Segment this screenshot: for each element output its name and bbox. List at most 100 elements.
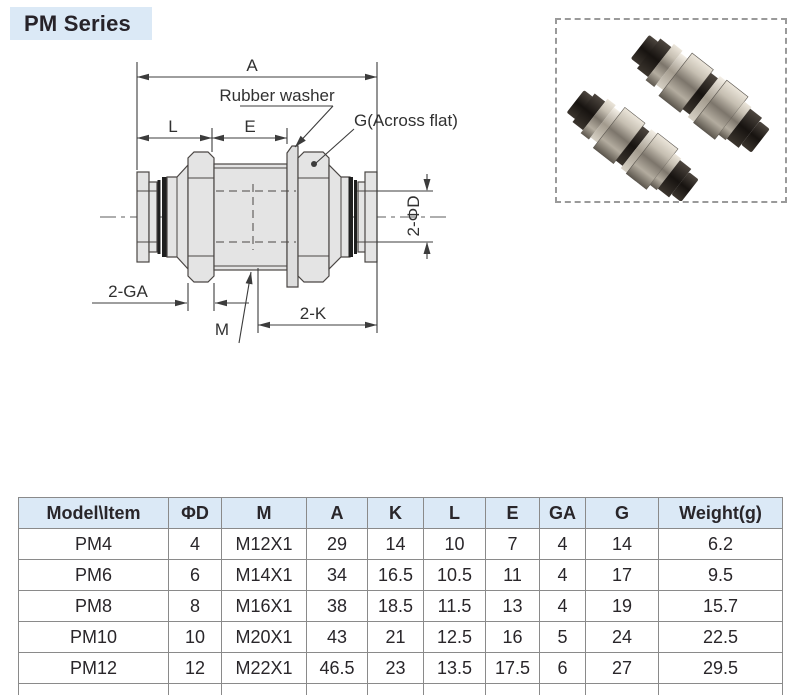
table-cell <box>221 683 307 695</box>
table-cell: 11.5 <box>423 590 486 622</box>
right-flange <box>364 171 378 263</box>
table-cell: 43 <box>306 621 368 653</box>
table-cell: M22X1 <box>221 652 307 684</box>
right-cone <box>328 163 351 271</box>
left-flange <box>136 171 150 263</box>
table-cell: 22.5 <box>658 621 783 653</box>
table-cell: 10 <box>168 621 222 653</box>
table-cell: 7 <box>485 528 540 560</box>
right-grip-ring <box>348 177 353 257</box>
table-cell: 29.5 <box>658 652 783 684</box>
table-cell: 34 <box>306 559 368 591</box>
table-cell: M20X1 <box>221 621 307 653</box>
table-cell: 21 <box>367 621 424 653</box>
table-cell: 5 <box>539 621 586 653</box>
table-cell <box>423 683 486 695</box>
table-cell <box>585 683 659 695</box>
column-header: M <box>221 497 307 529</box>
table-cell <box>485 683 540 695</box>
table-cell: 17 <box>585 559 659 591</box>
column-header: Weight(g) <box>658 497 783 529</box>
table-cell: 13.5 <box>423 652 486 684</box>
column-header: G <box>585 497 659 529</box>
technical-drawing: A Rubber washer G(Across flat) L E 2-ΦD … <box>92 56 458 344</box>
table-cell: 10 <box>423 528 486 560</box>
leader-dot <box>311 161 317 167</box>
table-cell: 4 <box>539 590 586 622</box>
label-dim-2phid: 2-ΦD <box>404 196 423 237</box>
table-cell: PM10 <box>18 621 169 653</box>
table-cell: PM8 <box>18 590 169 622</box>
table-cell <box>18 683 169 695</box>
table-cell: 4 <box>539 528 586 560</box>
table-cell: 38 <box>306 590 368 622</box>
fitting-cross-section <box>136 145 378 288</box>
table-cell <box>658 683 783 695</box>
page-title: PM Series <box>10 7 152 40</box>
table-cell: 16.5 <box>367 559 424 591</box>
table-cell: 15.7 <box>658 590 783 622</box>
table-cell: 12 <box>168 652 222 684</box>
table-cell: 4 <box>539 559 586 591</box>
table-cell: 27 <box>585 652 659 684</box>
label-dim-2ga: 2-GA <box>108 282 148 301</box>
left-grip-ring <box>162 177 167 257</box>
table-cell: 16 <box>485 621 540 653</box>
table-cell: PM4 <box>18 528 169 560</box>
column-header: A <box>306 497 368 529</box>
table-cell: 29 <box>306 528 368 560</box>
label-dim-2k: 2-K <box>300 304 327 323</box>
table-cell: 9.5 <box>658 559 783 591</box>
label-dim-e: E <box>244 117 255 136</box>
table-cell <box>168 683 222 695</box>
label-dim-a: A <box>246 56 258 75</box>
product-photo-box <box>555 18 787 212</box>
table-cell: 12.5 <box>423 621 486 653</box>
table-cell: 18.5 <box>367 590 424 622</box>
table-cell <box>539 683 586 695</box>
left-hex-nut <box>187 151 215 283</box>
column-header: E <box>485 497 540 529</box>
label-across-flat: G(Across flat) <box>354 111 458 130</box>
label-dim-l: L <box>168 117 177 136</box>
label-dim-m: M <box>215 320 229 339</box>
table-cell <box>306 683 368 695</box>
table-cell: PM6 <box>18 559 169 591</box>
table-cell: M16X1 <box>221 590 307 622</box>
table-cell: 6 <box>539 652 586 684</box>
dimension-annotations: A Rubber washer G(Across flat) L E 2-ΦD … <box>92 56 458 344</box>
table-cell: 13 <box>485 590 540 622</box>
right-hex-nut <box>297 151 330 283</box>
left-grip-ring <box>157 180 161 254</box>
column-header: ΦD <box>168 497 222 529</box>
table-cell: 6 <box>168 559 222 591</box>
rubber-washer <box>286 145 299 288</box>
table-cell: 11 <box>485 559 540 591</box>
column-header: Model\Item <box>18 497 169 529</box>
column-header: K <box>367 497 424 529</box>
page-title-text: PM Series <box>24 10 131 36</box>
right-grip-ring <box>354 180 357 254</box>
product-photo-illustration <box>559 24 778 212</box>
left-sleeve <box>148 181 158 253</box>
table-cell: 46.5 <box>306 652 368 684</box>
table-cell: M14X1 <box>221 559 307 591</box>
table-cell: 10.5 <box>423 559 486 591</box>
table-cell: 4 <box>168 528 222 560</box>
table-row-partial <box>18 683 783 695</box>
body-tube <box>213 163 288 271</box>
table-cell: 24 <box>585 621 659 653</box>
column-header: GA <box>539 497 586 529</box>
label-rubber-washer: Rubber washer <box>219 86 335 105</box>
table-cell: M12X1 <box>221 528 307 560</box>
table-cell: 19 <box>585 590 659 622</box>
